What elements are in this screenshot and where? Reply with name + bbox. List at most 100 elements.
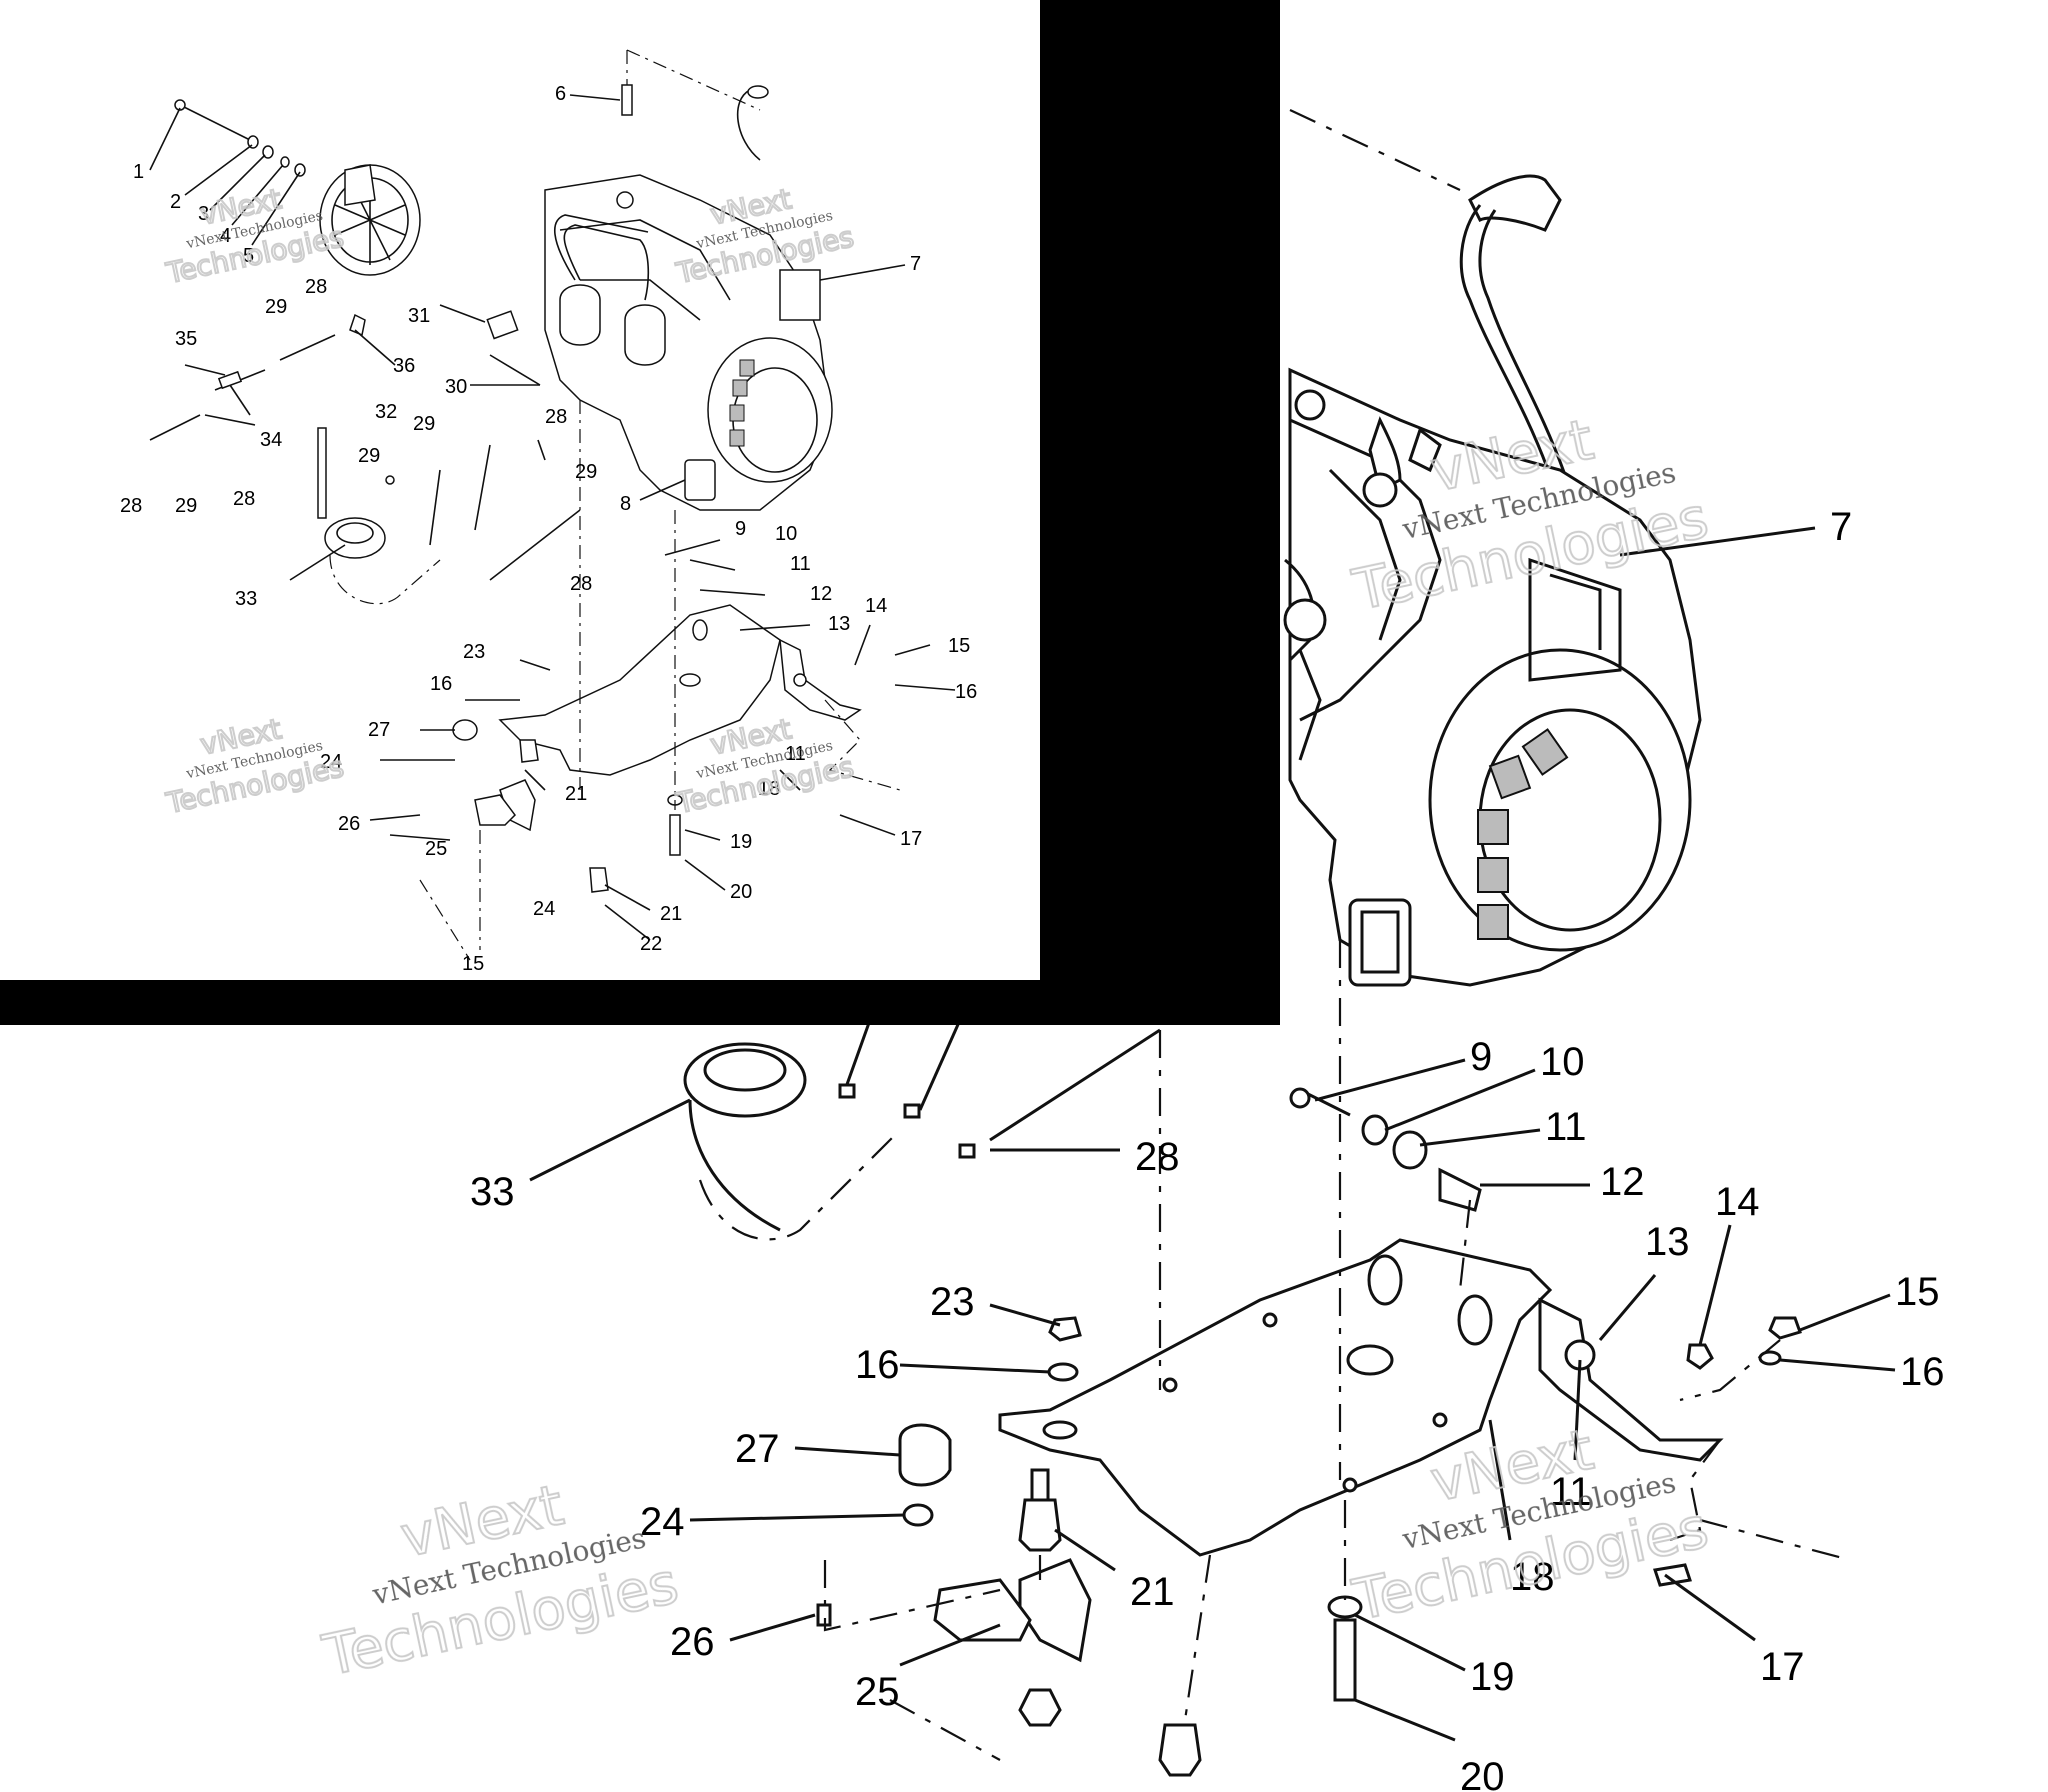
inset-label-1: 1 [133, 161, 144, 183]
inset-label-28a: 28 [233, 488, 255, 510]
inset-clamp-32 [385, 475, 395, 485]
zoom-nut-19 [1327, 1595, 1363, 1619]
watermarks: vNext vNext Technologies Technologies vN… [162, 181, 1715, 1690]
zoom-grommet-11 [1392, 1130, 1428, 1170]
inset-filter-body [217, 370, 243, 390]
inset-label-29b: 29 [175, 495, 197, 517]
zoom-label-28: 28 [1135, 1135, 1180, 1179]
inset-label-3: 3 [198, 203, 209, 225]
inset-label-21b: 21 [660, 903, 682, 925]
inset-plug-cap [747, 85, 769, 99]
zoom-fuel-pump-top [703, 1048, 787, 1092]
inset-mount-21-lower [589, 867, 609, 893]
inset-bracket-13 [779, 638, 862, 721]
zoom-carb-body [1298, 649, 1322, 761]
inset-bracket-25 [474, 794, 516, 826]
zoom-vent-4 [1477, 904, 1509, 940]
black-mask-bottom [0, 980, 1280, 1025]
inset-spark-plug-6 [621, 84, 633, 116]
inset-label-28c: 28 [305, 276, 327, 298]
inset-label-2: 2 [170, 191, 181, 213]
zoom-bolt-9-head [1289, 1087, 1311, 1109]
zoom-plate-slot-1 [1367, 1254, 1403, 1306]
inset-label-11a: 11 [790, 553, 811, 575]
zoom-nut-25 [1018, 1688, 1062, 1727]
inset-label-15a: 15 [948, 635, 970, 657]
inset-engine-rib-2 [580, 279, 701, 321]
zoom-label-11a: 11 [1545, 1105, 1587, 1149]
zoom-pump-dash [698, 1129, 901, 1241]
zoom-axis-12 [1458, 1199, 1472, 1291]
inset-label-10: 10 [775, 523, 797, 545]
inset-label-11b: 11 [785, 743, 806, 765]
zoom-vent-3 [1477, 857, 1509, 893]
inset-carb-hoses [563, 224, 650, 301]
inset-plate-slot [692, 619, 708, 641]
inset-engine-rib [559, 219, 731, 301]
zoom-label-13: 13 [1645, 1220, 1690, 1264]
zoom-vent-2 [1477, 809, 1509, 845]
inset-recoil-housing [707, 337, 833, 483]
inset-vent-4 [739, 359, 755, 377]
zoom-hose-28 [989, 1028, 1161, 1142]
zoom-label-18: 18 [1510, 1555, 1555, 1599]
inset-plug-wire [736, 89, 761, 161]
zoom-label-19: 19 [1470, 1655, 1515, 1699]
zoom-label-26: 26 [670, 1620, 715, 1664]
zoom-axis-13 [1669, 1439, 1721, 1542]
zoom-label-21: 21 [1130, 1570, 1175, 1614]
inset-label-16b: 16 [955, 681, 977, 703]
inset-label-31: 31 [408, 305, 430, 327]
zoom-label-17: 17 [1760, 1645, 1805, 1689]
zoom-head-fitting [1408, 427, 1442, 473]
zoom-label-7: 7 [1830, 505, 1852, 549]
inset-label-30: 30 [445, 376, 467, 398]
zoom-bumper-27 [898, 1423, 952, 1487]
inset-hose-29b [474, 444, 491, 531]
inset-label-28d: 28 [545, 406, 567, 428]
zoom-nut-15 [1768, 1316, 1802, 1340]
zoom-axis-line [1289, 109, 1461, 191]
zoom-axis-17 [1699, 1518, 1851, 1562]
inset-hose-29-top [279, 334, 336, 361]
inset-valve-36 [349, 313, 366, 337]
zoom-label-25: 25 [855, 1670, 900, 1714]
zoom-vent-1 [1488, 754, 1532, 800]
black-mask-right [1040, 0, 1280, 1025]
inset-bumper-27 [452, 719, 478, 741]
inset-label-8: 8 [620, 493, 631, 515]
inset-label-17: 17 [900, 828, 922, 850]
inset-axis-lower [419, 830, 481, 961]
zoom-axis-26 [823, 1560, 1001, 1632]
inset-label-23: 23 [463, 641, 485, 663]
zoom-coil-edge [1549, 573, 1602, 650]
zoom-label-15: 15 [1895, 1270, 1940, 1314]
inset-hose-29-vert [317, 427, 327, 519]
inset-label-29e: 29 [575, 461, 597, 483]
zoom-label-16a: 16 [855, 1343, 900, 1387]
inset-panel [0, 0, 1040, 980]
zoom-fuel-pump-33 [683, 1042, 807, 1118]
inset-label-5: 5 [243, 245, 254, 267]
zoom-clamp-3 [958, 1143, 976, 1159]
zoom-plate-washer [1042, 1420, 1078, 1440]
zoom-pump-hose [688, 1099, 781, 1232]
inset-coil-block [779, 269, 821, 321]
zoom-nut-23 [1048, 1316, 1082, 1342]
inset-washer-2 [247, 135, 259, 149]
inset-pump-dash [329, 554, 441, 605]
zoom-label-10: 10 [1540, 1040, 1585, 1084]
inset-label-24a: 24 [320, 751, 342, 773]
inset-label-33: 33 [235, 588, 257, 610]
zoom-spark-base [1362, 472, 1398, 508]
inset-label-25: 25 [425, 838, 447, 860]
inset-label-29c: 29 [358, 445, 380, 467]
zoom-axis-lower [1183, 1554, 1212, 1721]
zoom-axis-15 [1679, 1339, 1781, 1402]
inset-hose-29-left [149, 414, 201, 441]
inset-label-32: 32 [375, 401, 397, 423]
inset-vent-1 [732, 379, 748, 397]
inset-label-34: 34 [260, 429, 282, 451]
inset-bracket-bushing [793, 673, 807, 687]
